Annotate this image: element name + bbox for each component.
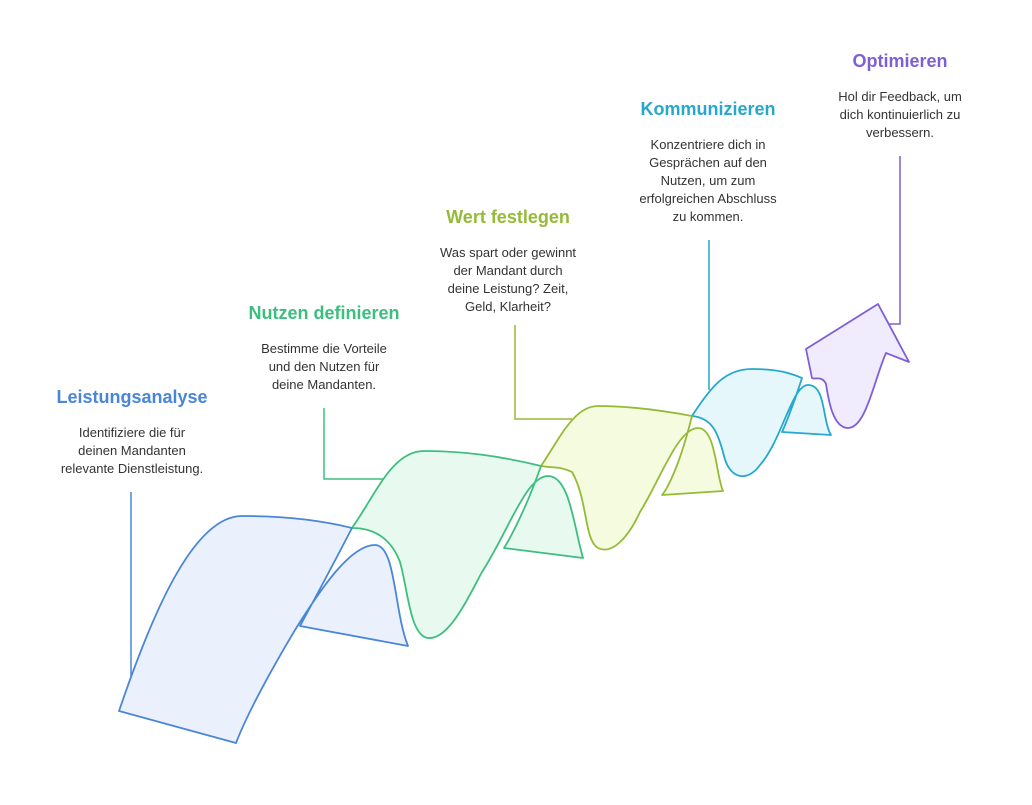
step-description: Hol dir Feedback, um dich kontinuierlich… bbox=[810, 88, 990, 142]
step-leistungsanalyse: Leistungsanalyse Identifiziere die für d… bbox=[42, 386, 222, 478]
step-description-line: verbessern. bbox=[866, 125, 934, 140]
step-description-line: relevante Dienstleistung. bbox=[60, 461, 204, 476]
step-description-line: der Mandant durch bbox=[453, 263, 563, 278]
step-description-line: Geld, Klarheit? bbox=[465, 299, 551, 314]
step-optimieren: Optimieren Hol dir Feedback, um dich kon… bbox=[810, 50, 990, 142]
step-description-line: Gesprächen auf den bbox=[649, 155, 767, 170]
step-description-line: Identifiziere die für bbox=[78, 425, 186, 440]
step-description-line: Bestimme die Vorteile bbox=[261, 341, 387, 356]
step-description-line: Was spart oder gewinnt bbox=[439, 245, 577, 260]
step-description: Bestimme die Vorteile und den Nutzen für… bbox=[228, 340, 420, 394]
step-description-line: deinen Mandanten bbox=[78, 443, 186, 458]
step-title: Wert festlegen bbox=[446, 207, 570, 227]
step-shape-1 bbox=[118, 515, 409, 744]
step-shape-5 bbox=[805, 303, 910, 429]
step-description-line: deine Mandanten. bbox=[271, 377, 377, 392]
connector-line-3 bbox=[514, 325, 572, 420]
step-description-line: erfolgreichen Abschluss bbox=[639, 191, 777, 206]
step-wert-festlegen: Wert festlegen Was spart oder gewinnt de… bbox=[420, 206, 596, 316]
step-description-line: Konzentriere dich in bbox=[650, 137, 766, 152]
step-nutzen-definieren: Nutzen definieren Bestimme die Vorteile … bbox=[228, 302, 420, 394]
step-title: Kommunizieren bbox=[640, 99, 776, 119]
step-description-line: und den Nutzen für bbox=[268, 359, 380, 374]
step-kommunizieren: Kommunizieren Konzentriere dich in Gespr… bbox=[618, 98, 798, 226]
step-shape-4 bbox=[691, 368, 832, 477]
connector-line-2 bbox=[323, 408, 385, 480]
connector-line-5 bbox=[884, 156, 901, 325]
step-description: Konzentriere dich in Gesprächen auf den … bbox=[618, 136, 798, 226]
step-shape-2 bbox=[351, 450, 584, 639]
step-description-line: deine Leistung? Zeit, bbox=[447, 281, 569, 296]
step-title: Nutzen definieren bbox=[248, 303, 400, 323]
step-description-line: Nutzen, um zum bbox=[660, 173, 756, 188]
step-description: Identifiziere die für deinen Mandanten r… bbox=[42, 424, 222, 478]
step-description-line: zu kommen. bbox=[672, 209, 744, 224]
step-title: Leistungsanalyse bbox=[56, 387, 208, 407]
step-title: Optimieren bbox=[852, 51, 948, 71]
step-description: Was spart oder gewinnt der Mandant durch… bbox=[420, 244, 596, 316]
step-description-line: Hol dir Feedback, um bbox=[838, 89, 962, 104]
step-shape-3 bbox=[540, 405, 724, 551]
step-description-line: dich kontinuierlich zu bbox=[839, 107, 961, 122]
